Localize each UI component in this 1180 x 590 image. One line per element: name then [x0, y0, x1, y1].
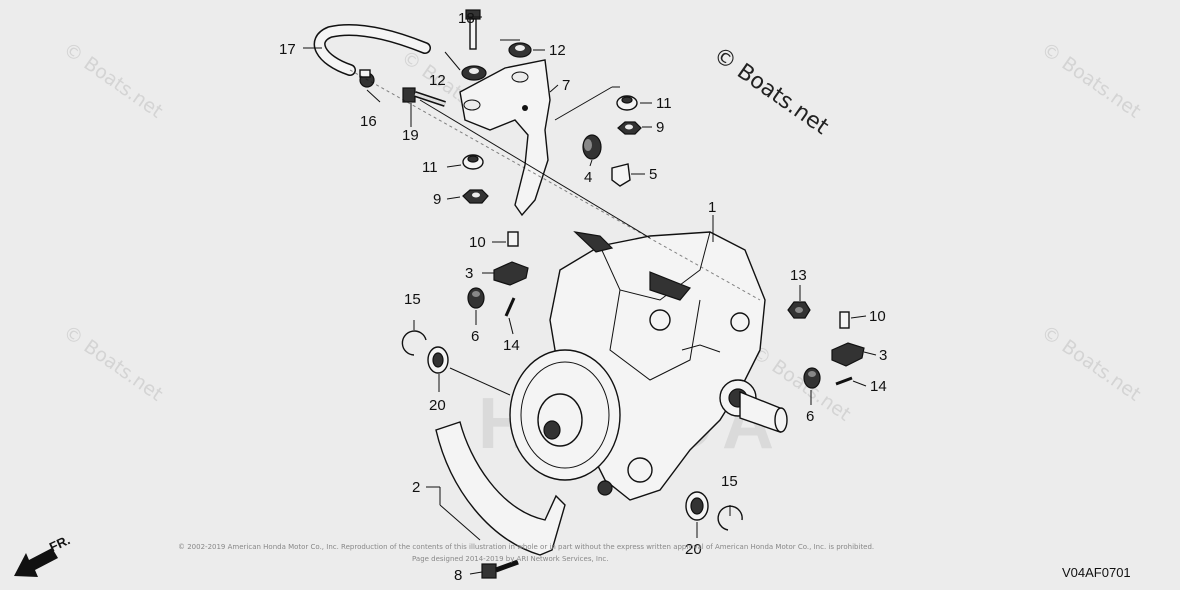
callout-9-left: 9 [433, 191, 441, 208]
long-bolt-19-part[interactable] [402, 87, 446, 107]
watermark-main: © Boats.net [709, 42, 834, 140]
callout-19: 19 [402, 127, 419, 144]
pin-14-left-part[interactable] [504, 297, 516, 317]
callout-4: 4 [584, 169, 592, 186]
mounting-bracket-part[interactable] [459, 59, 551, 217]
breather-tube-part[interactable] [313, 24, 431, 76]
collar-11-left-part[interactable] [462, 154, 484, 170]
belt-guard-part[interactable] [435, 421, 566, 556]
bolt-18-part[interactable] [465, 9, 481, 50]
callout-3-right: 3 [879, 347, 887, 364]
diagram-code: V04AF0701 [1062, 565, 1131, 580]
callout-20-right: 20 [685, 541, 702, 558]
grommet-6-left-part[interactable] [467, 287, 485, 309]
pulley-part[interactable] [509, 349, 621, 481]
pin-14-right-part[interactable] [835, 376, 853, 386]
nut-9-left-part[interactable] [462, 189, 489, 204]
callout-5: 5 [649, 166, 657, 183]
front-direction-indicator: FR. [14, 532, 72, 577]
callout-13: 13 [790, 267, 807, 284]
cable-bracket-3-right-part[interactable] [831, 342, 865, 367]
callout-11-right: 11 [656, 95, 672, 112]
grommet-12-left-part[interactable] [461, 65, 487, 81]
grommet-12-right-part[interactable] [508, 42, 532, 58]
leader-lines [303, 16, 877, 575]
cable-bracket-3-left-part[interactable] [493, 261, 529, 286]
callout-14-left: 14 [503, 337, 520, 354]
callout-9-right: 9 [656, 119, 664, 136]
watermark-top-left: © Boats.net [59, 38, 167, 123]
watermark-top-right: © Boats.net [1037, 38, 1145, 123]
callout-16: 16 [360, 113, 377, 130]
clip-5-part[interactable] [611, 163, 631, 187]
watermark-mid-right: © Boats.net [1037, 321, 1145, 406]
callout-2: 2 [412, 479, 420, 496]
front-label: FR. [47, 532, 72, 554]
callout-3-left: 3 [465, 265, 473, 282]
callout-7: 7 [562, 77, 570, 94]
oil-seal-20-right-part[interactable] [685, 491, 709, 521]
callout-1: 1 [708, 199, 716, 216]
oil-seal-20-left-part[interactable] [427, 346, 449, 374]
callout-11-left: 11 [422, 159, 438, 176]
callout-14-right: 14 [870, 378, 887, 395]
callout-6-right: 6 [806, 408, 814, 425]
arrow-left-down-icon [14, 548, 58, 577]
callout-10-right: 10 [869, 308, 886, 325]
callout-15-left: 15 [404, 291, 421, 308]
callout-6-left: 6 [471, 328, 479, 345]
copyright-line-1: © 2002-2019 American Honda Motor Co., In… [178, 543, 874, 551]
circlip-15-right-part[interactable] [717, 505, 743, 531]
callout-12-right: 12 [549, 42, 566, 59]
bolt-8-part[interactable] [481, 559, 519, 579]
grommet-6-right-part[interactable] [803, 367, 821, 389]
nut-9-right-part[interactable] [617, 121, 642, 135]
callout-8: 8 [454, 567, 462, 584]
bolt-10-right-part[interactable] [839, 311, 850, 329]
callout-17: 17 [279, 41, 296, 58]
copyright-line-2: Page designed 2014-2019 by ARI Network S… [412, 555, 609, 563]
grommet-4-part[interactable] [582, 134, 602, 160]
callout-20-left: 20 [429, 397, 446, 414]
callout-18: 18 [458, 10, 475, 27]
callout-10-left: 10 [469, 234, 486, 251]
nut-13-part[interactable] [787, 301, 811, 319]
tube-clip-part[interactable] [359, 69, 375, 88]
circlip-15-left-part[interactable] [401, 330, 427, 356]
bolt-10-left-part[interactable] [507, 231, 519, 247]
collar-11-right-part[interactable] [616, 95, 638, 111]
watermark-mid-left: © Boats.net [59, 321, 167, 406]
callout-12-left: 12 [429, 72, 446, 89]
callout-15-right: 15 [721, 473, 738, 490]
